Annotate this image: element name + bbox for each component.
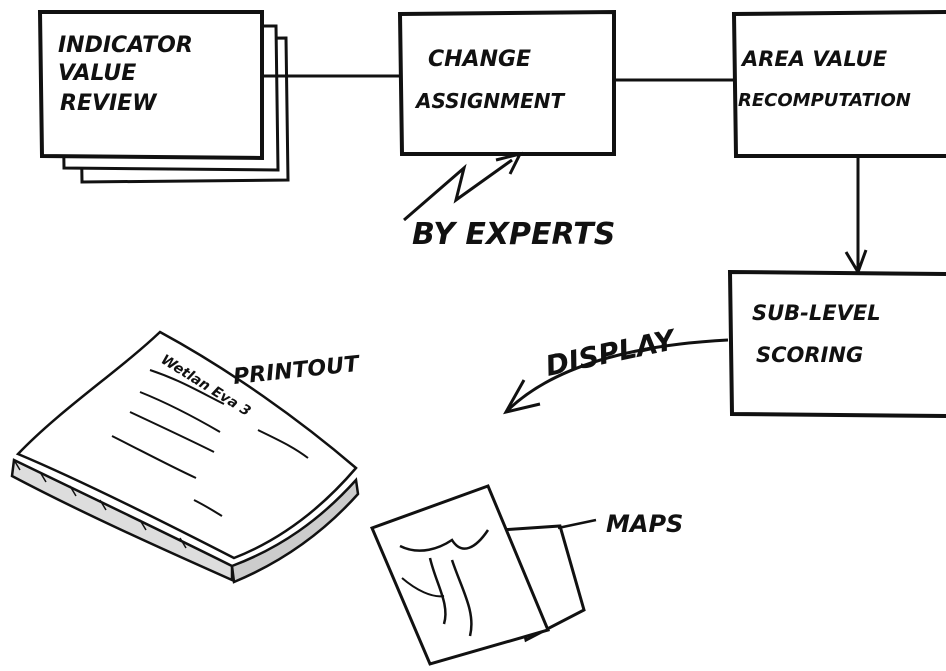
by-experts-label: BY EXPERTS	[412, 217, 615, 252]
maps-label: MAPS	[606, 510, 683, 538]
printout-illustration	[10, 330, 360, 584]
change-assignment-box: CHANGE ASSIGNMENT	[397, 9, 616, 156]
printout-label: PRINTOUT	[232, 352, 362, 390]
indicator-line3: REVIEW	[60, 91, 158, 116]
change-line1: CHANGE	[428, 47, 531, 72]
area-value-recomputation-box: AREA VALUE RECOMPUTATION	[731, 10, 946, 158]
maps-illustration	[369, 484, 586, 666]
change-line2: ASSIGNMENT	[414, 89, 565, 113]
display-arrow	[503, 338, 729, 415]
arrow-area-to-sublevel	[844, 156, 868, 276]
indicator-line1: INDICATOR	[58, 33, 193, 58]
sublevel-line1: SUB-LEVEL	[752, 301, 881, 325]
area-line2: RECOMPUTATION	[738, 90, 911, 111]
indicator-line2: VALUE	[58, 61, 136, 86]
sublevel-line2: SCORING	[756, 343, 863, 367]
display-label: DISPLAY	[543, 323, 681, 383]
sub-level-scoring-box: SUB-LEVEL SCORING	[727, 269, 946, 418]
area-line1: AREA VALUE	[740, 47, 888, 71]
maps-pointer-line	[557, 518, 597, 530]
indicator-value-review-box: INDICATOR VALUE REVIEW	[37, 10, 264, 161]
by-experts-arrow	[403, 151, 523, 222]
